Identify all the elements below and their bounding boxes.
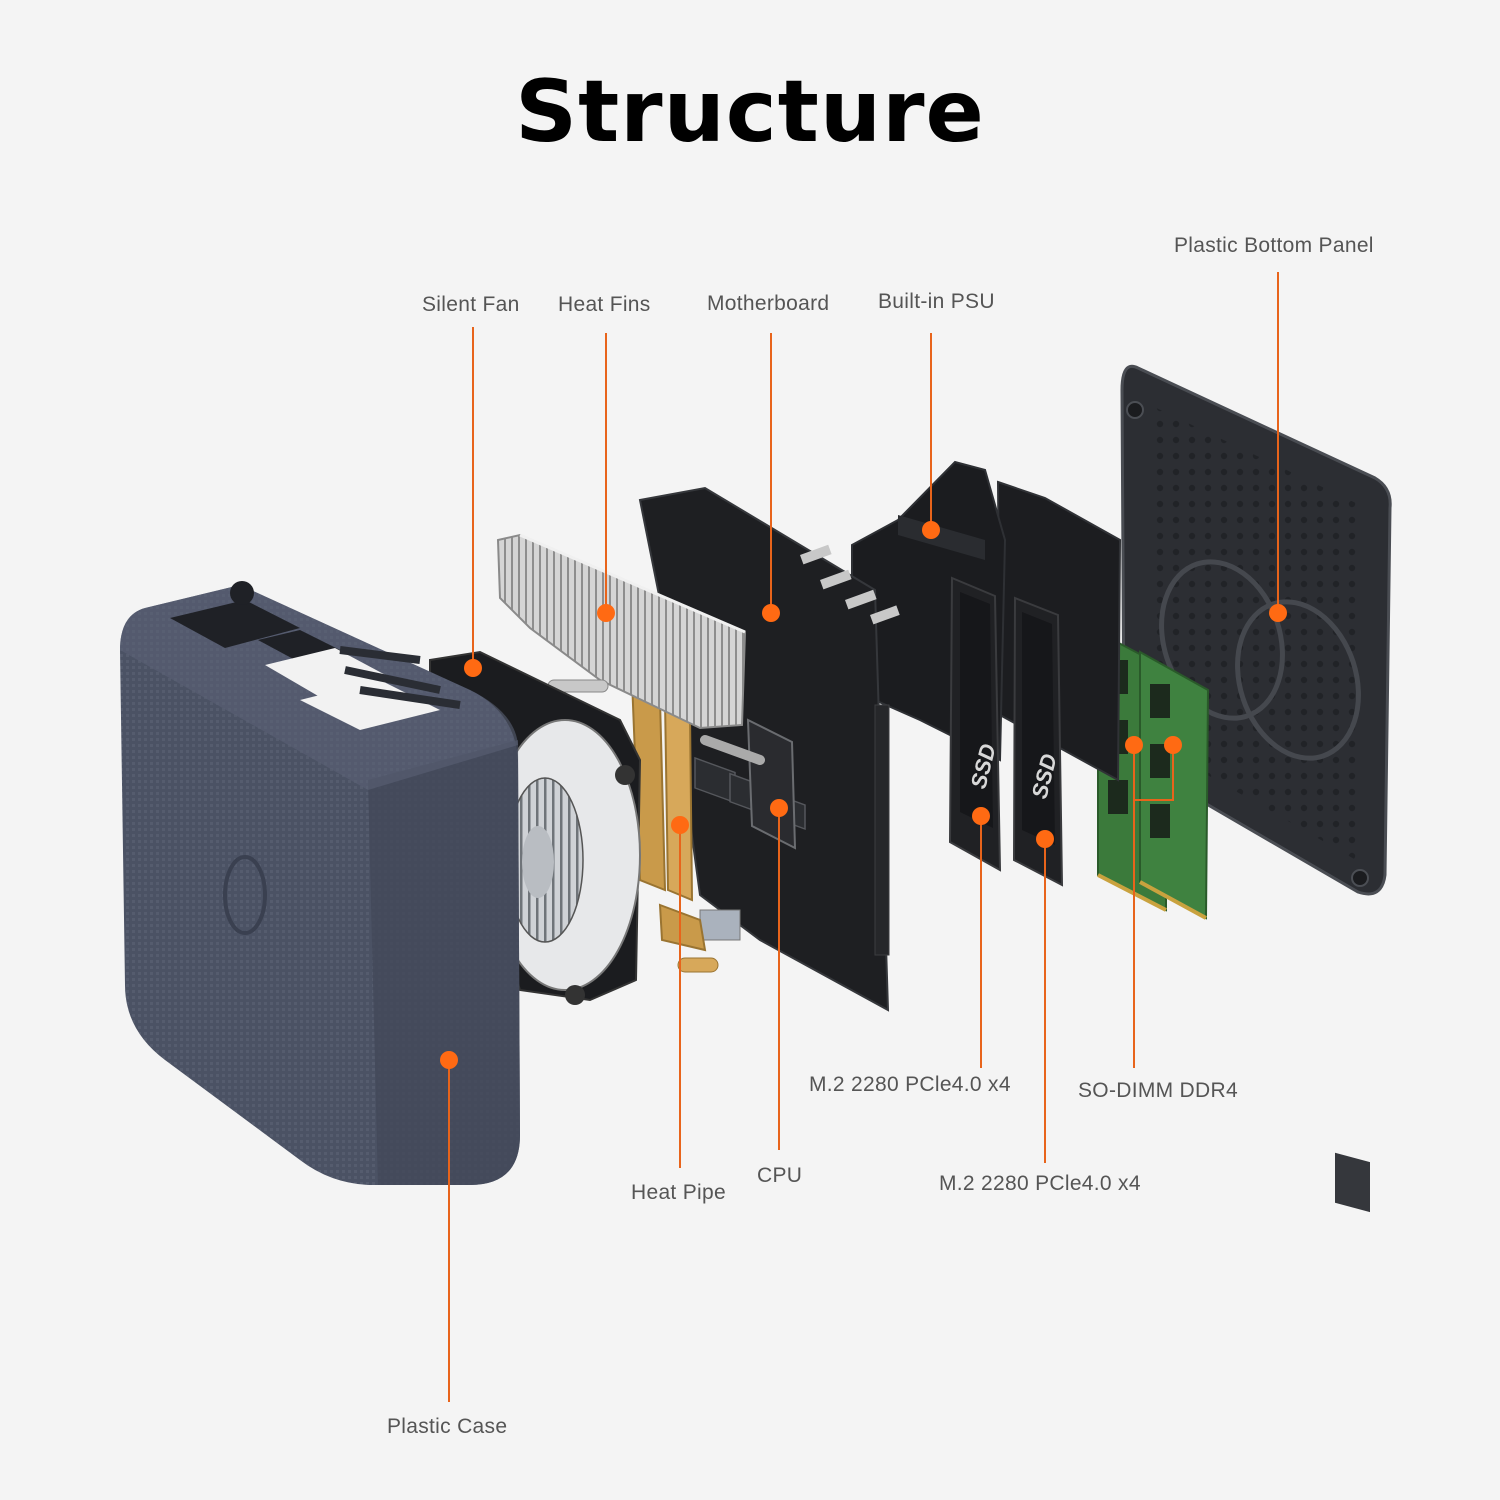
label-plastic-case: Plastic Case: [387, 1415, 508, 1438]
label-heat-pipe: Heat Pipe: [631, 1181, 726, 1204]
dot-so-dimm-2: [1164, 736, 1182, 754]
label-heat-fins: Heat Fins: [558, 293, 651, 316]
page-title: Structure: [515, 62, 985, 162]
dot-heat-fins: [597, 604, 615, 622]
dot-built-in-psu: [922, 521, 940, 539]
label-motherboard: Motherboard: [707, 292, 830, 315]
heat-fins: [496, 533, 747, 730]
label-built-in-psu: Built-in PSU: [878, 290, 995, 313]
plastic-case: [120, 581, 520, 1185]
dot-m2-ssd-1: [972, 807, 990, 825]
dot-plastic-bottom-panel: [1269, 604, 1287, 622]
leader-so-dimm-branch: [1134, 745, 1174, 801]
m2-ssd-2: SSD: [1012, 596, 1064, 887]
marker-dots: [440, 521, 1287, 1069]
dot-plastic-case: [440, 1051, 458, 1069]
dot-heat-pipe: [671, 816, 689, 834]
label-m2-ssd-1: M.2 2280 PCle4.0 x4: [809, 1073, 1011, 1096]
label-silent-fan: Silent Fan: [422, 293, 520, 316]
label-so-dimm: SO-DIMM DDR4: [1078, 1079, 1238, 1102]
dot-cpu: [770, 799, 788, 817]
dot-silent-fan: [464, 659, 482, 677]
dot-motherboard: [762, 604, 780, 622]
dot-so-dimm-1: [1125, 736, 1143, 754]
label-plastic-bottom-panel: Plastic Bottom Panel: [1174, 234, 1374, 257]
label-cpu: CPU: [757, 1164, 803, 1187]
label-m2-ssd-2: M.2 2280 PCle4.0 x4: [939, 1172, 1141, 1195]
leader-lines: [448, 272, 1279, 1402]
cpu-chip: [746, 718, 797, 850]
dot-m2-ssd-2: [1036, 830, 1054, 848]
m2-ssd-1: SSD: [948, 576, 1002, 872]
